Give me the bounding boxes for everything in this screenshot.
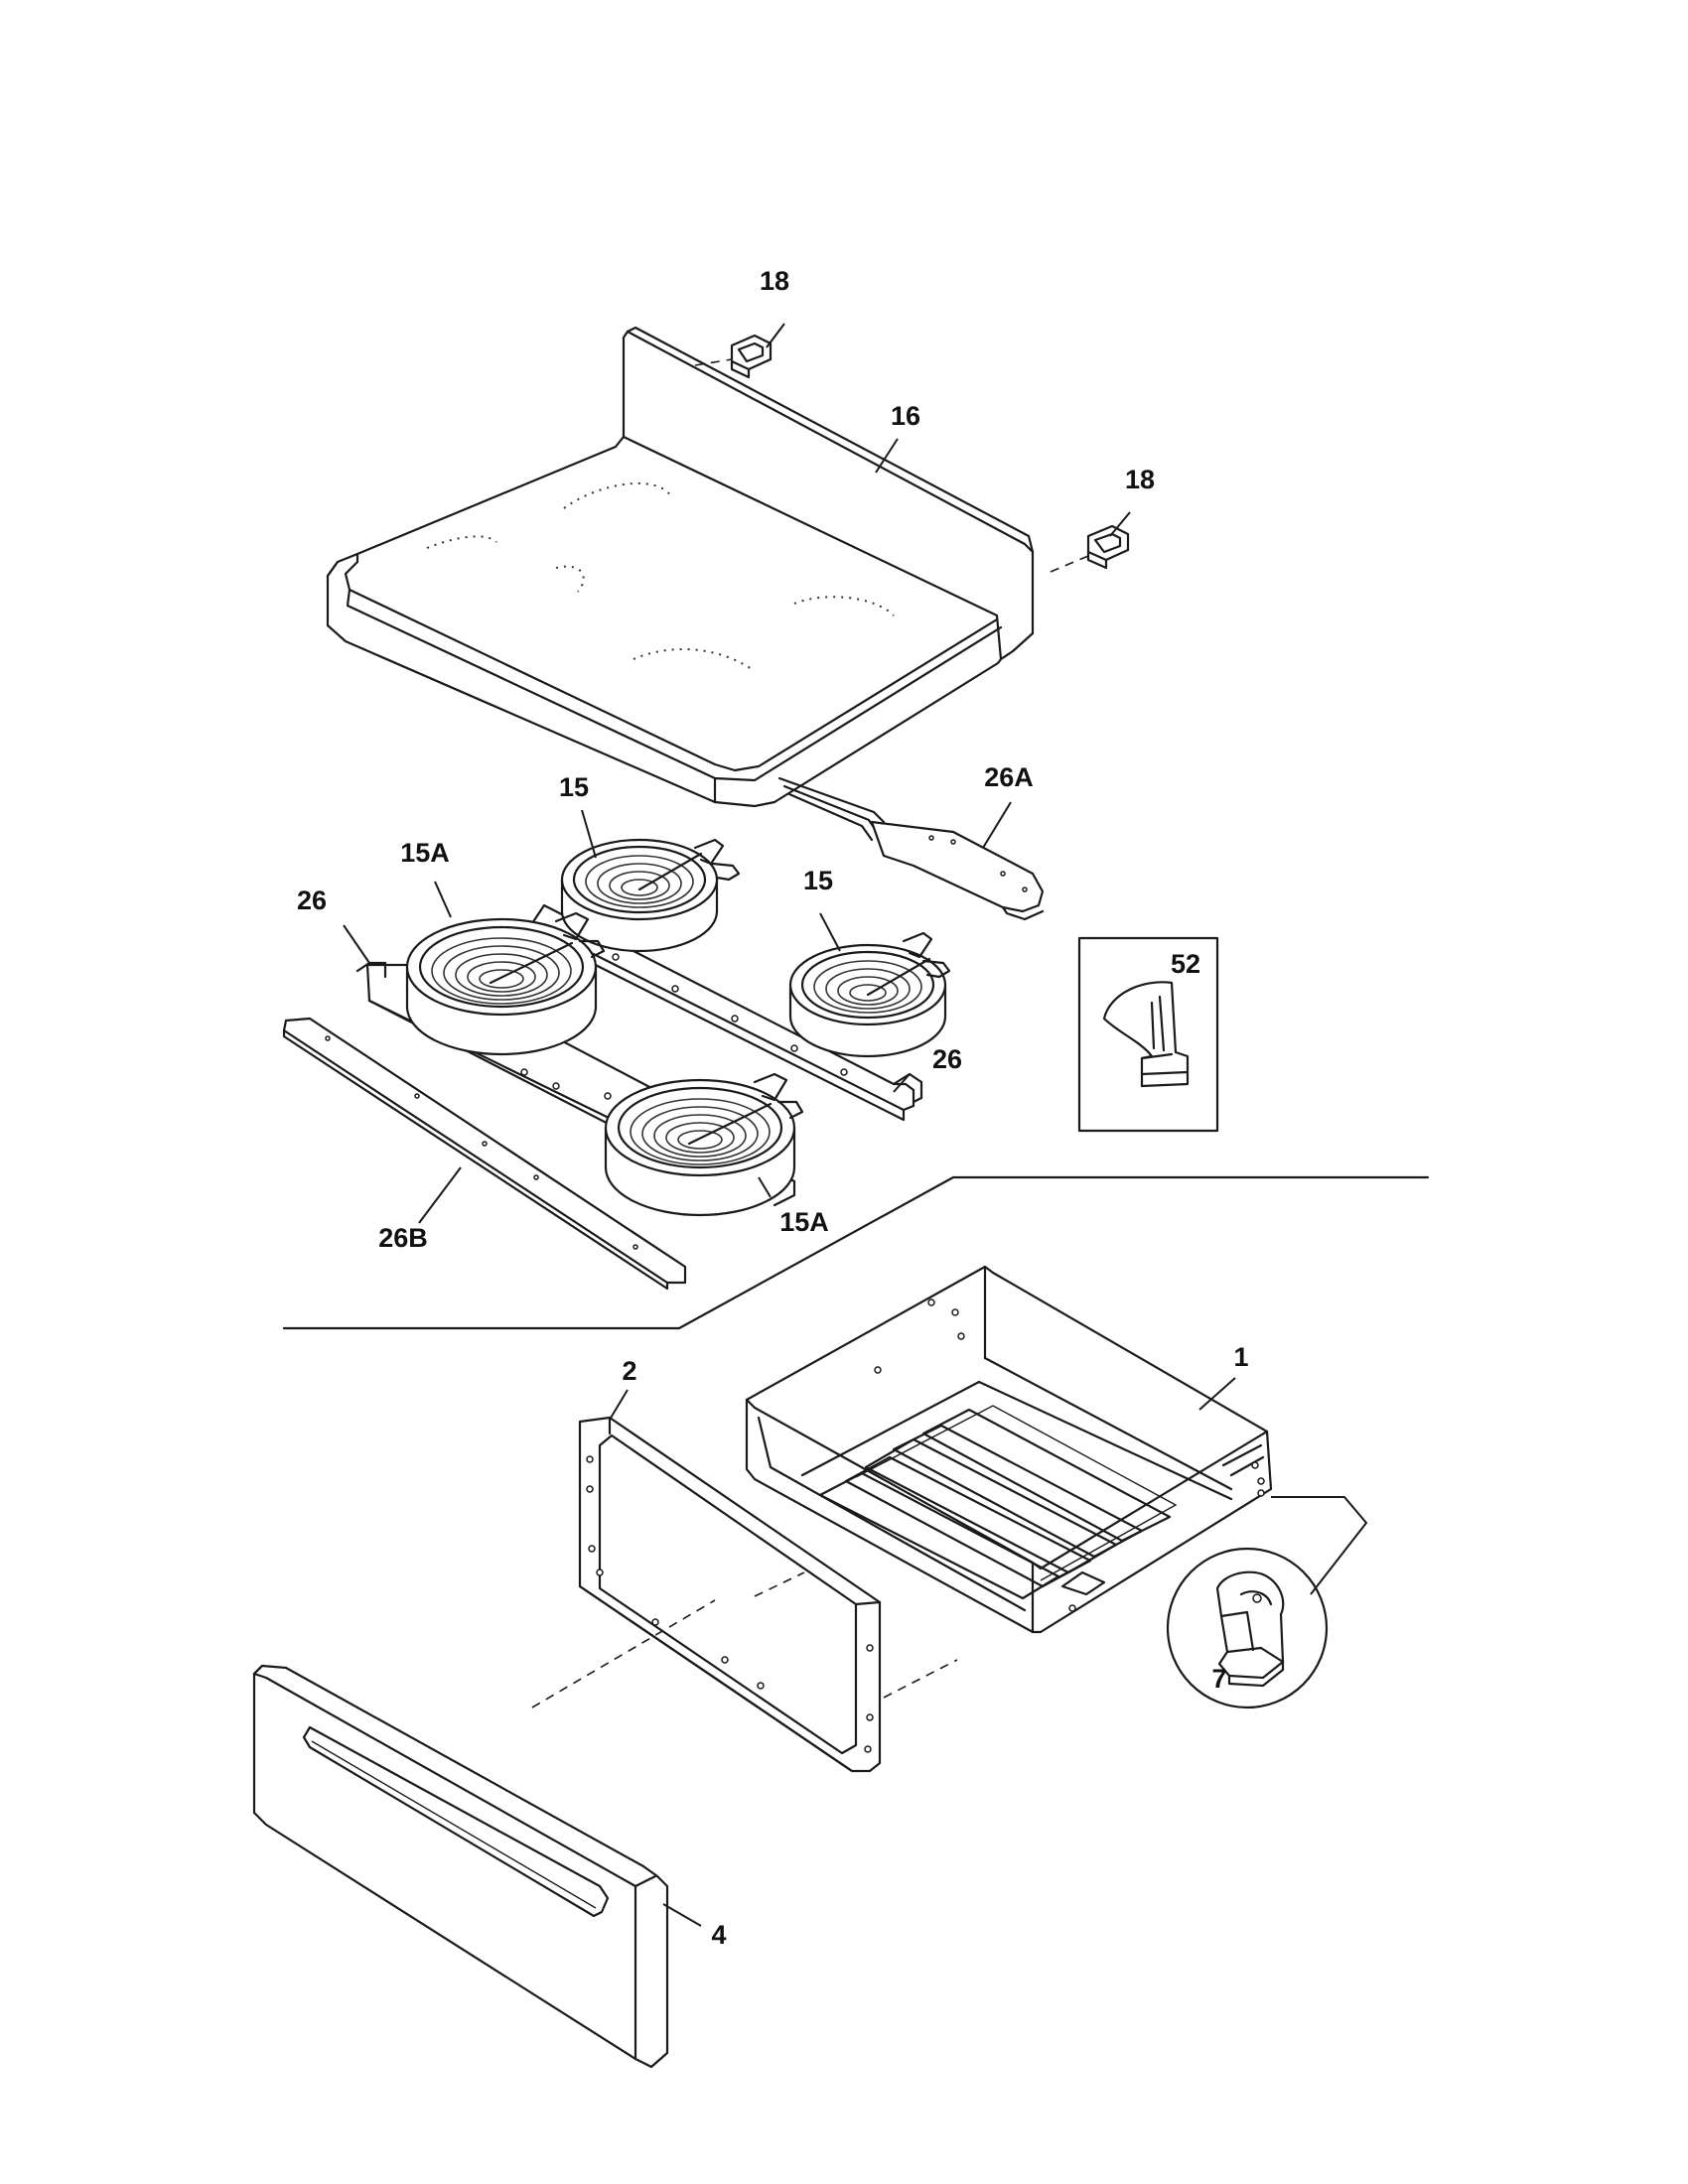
callout-1: 1 (1233, 1342, 1248, 1372)
cooktop-glass-part-16 (326, 326, 1035, 808)
drawer-liner-frame-part-2 (578, 1416, 882, 1773)
drawer-body-part-1 (745, 1265, 1273, 1634)
surface-element-small-rear-left (560, 838, 741, 953)
callout-52: 52 (1171, 949, 1200, 979)
drawer-front-panel-part-4 (252, 1664, 669, 2069)
callout-16: 16 (891, 401, 920, 431)
callout-7: 7 (1211, 1664, 1226, 1694)
callout-26-left: 26 (297, 886, 327, 915)
inset-detail-part-52 (1077, 936, 1219, 1133)
callout-15-right: 15 (803, 866, 833, 895)
callout-18-left: 18 (760, 266, 789, 296)
callout-15a-rear: 15A (400, 838, 450, 868)
callout-18-right: 18 (1125, 465, 1155, 494)
surface-element-large-rear (405, 911, 606, 1056)
callout-26-right: 26 (932, 1044, 962, 1074)
callout-26a: 26A (984, 762, 1034, 792)
bracket-part-18-left (730, 334, 773, 379)
surface-element-large-front (604, 1072, 804, 1217)
glide-detail-circle-part-7 (1166, 1547, 1329, 1709)
callout-15-left: 15 (559, 772, 589, 802)
section-divider-line (282, 1175, 1430, 1330)
trim-strip-part-26b (282, 1017, 687, 1291)
callout-2: 2 (622, 1356, 636, 1386)
bracket-part-18-right (1086, 524, 1130, 570)
callout-26b: 26B (378, 1223, 428, 1253)
callout-15a-front: 15A (779, 1207, 829, 1237)
surface-element-small-right (788, 931, 951, 1058)
wire-harness-part-26a (777, 776, 1045, 921)
callout-4: 4 (711, 1920, 726, 1950)
